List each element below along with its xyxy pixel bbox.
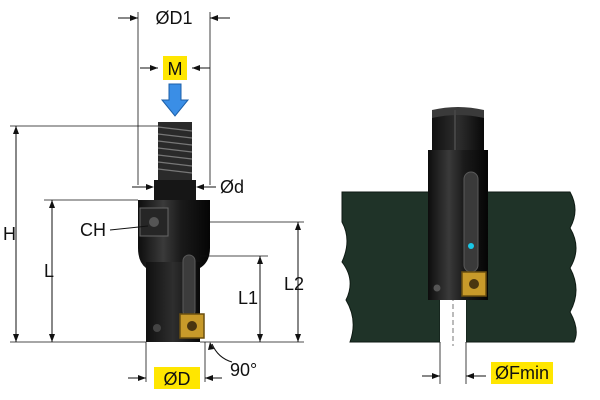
l1-arrow-top [257,256,263,264]
h-arrow-bottom [13,334,19,342]
h-arrow-top [13,126,19,134]
l1-arrow-bottom [257,334,263,342]
m-arrow-left [150,65,158,71]
d1-arrow-right [210,15,218,21]
d-arrow-right [205,375,213,381]
l2-arrow-top [295,222,301,230]
fmin-label: ØFmin [495,363,549,383]
l-arrow-top [49,200,55,208]
thread-lines [157,126,193,174]
flute-slot [182,254,196,318]
l2-label: L2 [284,274,304,294]
h-label: H [3,224,16,244]
fmin-arrow-left [432,373,440,379]
workpiece-right [465,191,577,343]
insert-screw [187,321,197,331]
coolant-outlet [153,324,161,332]
angle-label: 90° [230,360,257,380]
tool-in-cut-flute [463,171,479,273]
d1-label: ØD1 [155,8,192,28]
down-arrow-icon [160,83,190,117]
fmin-label-highlight [491,362,553,384]
coolant-dot-icon [468,243,474,249]
d-label: ØD [164,369,191,389]
l-label: L [44,261,54,281]
ch-leader [109,225,149,231]
tool-in-cut-coolant-outlet [433,284,441,292]
d-small-label: Ød [220,177,244,197]
d-small-arrow-right [196,184,204,190]
tool-in-cut-insert-screw [469,279,479,289]
right-workpiece-view: ØFmin [341,107,577,384]
m-label-highlight [163,56,187,80]
ch-label: CH [80,220,106,240]
tool-neck [154,180,196,200]
fmin-arrow-right [466,373,474,379]
l-arrow-bottom [49,334,55,342]
workpiece-left [341,191,441,343]
m-label: M [168,59,183,79]
d1-arrow-left [130,15,138,21]
l1-label: L1 [238,288,258,308]
tool-top-cap [432,107,484,118]
d-label-highlight [154,367,200,389]
m-arrow-right [192,65,200,71]
angle-arrow [208,342,214,350]
left-tool-view: ØD1 M [3,8,304,389]
clamp-screw-head [149,217,159,227]
d-arrow-left [138,375,146,381]
d-small-arrow-left [146,184,154,190]
angle-arc [211,343,233,363]
l2-arrow-bottom [295,334,301,342]
